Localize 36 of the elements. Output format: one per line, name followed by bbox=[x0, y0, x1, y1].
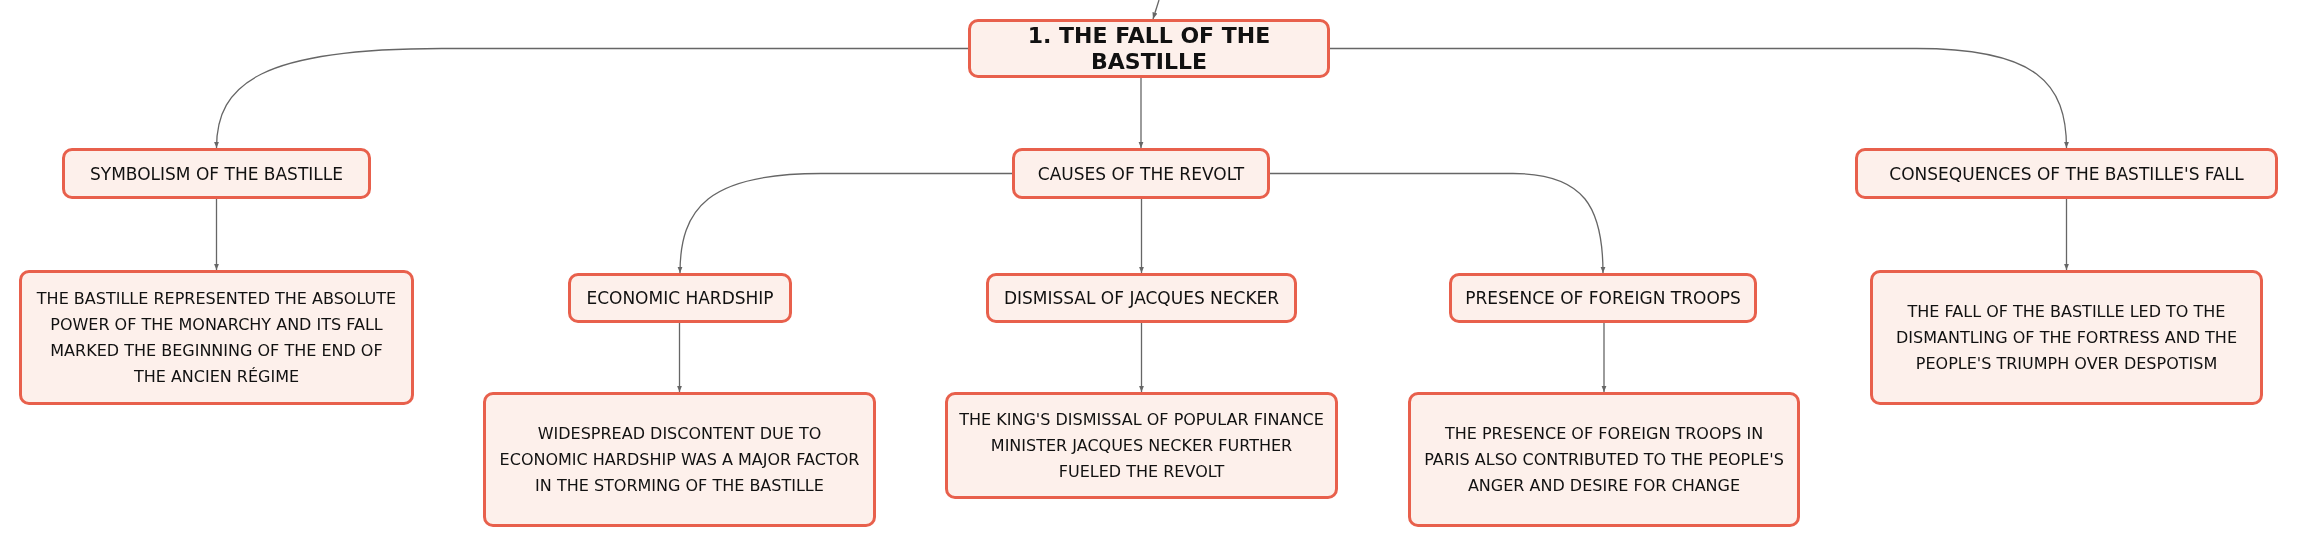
connector bbox=[1138, 77, 1144, 149]
node-text: CAUSES OF THE REVOLT bbox=[1037, 162, 1245, 186]
subtopic-box bbox=[568, 273, 792, 323]
node-text: THE BASTILLE REPRESENTED THE ABSOLUTE POWER OF THE MONARCHY AND ITS FALL MARKED THE BEGINNING OF THE END OF THE ANCIEN RÉGIME bbox=[35, 287, 398, 388]
node-text: WIDESPREAD DISCONTENT DUE TO ECONOMIC HARDSHIP WAS A MAJOR FACTOR IN THE STORMING OF THE BASTILLE bbox=[498, 422, 861, 497]
connector bbox=[676, 322, 683, 393]
note-box bbox=[19, 270, 414, 405]
connector bbox=[1269, 172, 1606, 274]
subtopic-box bbox=[986, 273, 1297, 323]
connector bbox=[1138, 322, 1145, 393]
connector bbox=[677, 172, 1013, 274]
node-text: THE FALL OF THE BASTILLE LED TO THE DISMANTLING OF THE FORTRESS AND THE PEOPLE'S TRIUMPH OVER DESPOTISM bbox=[1894, 300, 2238, 375]
node-text: THE PRESENCE OF FOREIGN TROOPS IN PARIS ALSO CONTRIBUTED TO THE PEOPLE'S ANGER AND DESIRE FOR CHANGE bbox=[1423, 422, 1785, 497]
node-text: SYMBOLISM OF THE BASTILLE bbox=[90, 162, 343, 186]
note-box bbox=[945, 392, 1338, 499]
subtopic-box bbox=[1855, 148, 2278, 199]
connector bbox=[213, 198, 220, 271]
node-text: THE KING'S DISMISSAL OF POPULAR FINANCE MINISTER JACQUES NECKER FURTHER FUELED THE REVOLT bbox=[958, 408, 1325, 483]
connector bbox=[1152, 0, 1160, 20]
connector bbox=[1138, 198, 1145, 274]
connector bbox=[2063, 198, 2070, 271]
note-box bbox=[1870, 270, 2263, 405]
node-text: 1. THE FALL OF THE BASTILLE bbox=[1026, 22, 1272, 75]
note-box bbox=[1408, 392, 1800, 527]
subtopic-box bbox=[1449, 273, 1757, 323]
note-box bbox=[483, 392, 876, 527]
subtopic-box bbox=[62, 148, 371, 199]
subtopic-box bbox=[1012, 148, 1270, 199]
node-text: PRESENCE OF FOREIGN TROOPS bbox=[1465, 287, 1741, 310]
node-text: CONSEQUENCES OF THE BASTILLE'S FALL bbox=[1889, 162, 2244, 186]
connector bbox=[214, 47, 969, 149]
connector bbox=[1329, 47, 2069, 149]
node-text: ECONOMIC HARDSHIP bbox=[586, 287, 774, 310]
node-text: DISMISSAL OF JACQUES NECKER bbox=[1003, 287, 1280, 310]
connector bbox=[1601, 322, 1607, 393]
topic-box bbox=[968, 19, 1330, 78]
